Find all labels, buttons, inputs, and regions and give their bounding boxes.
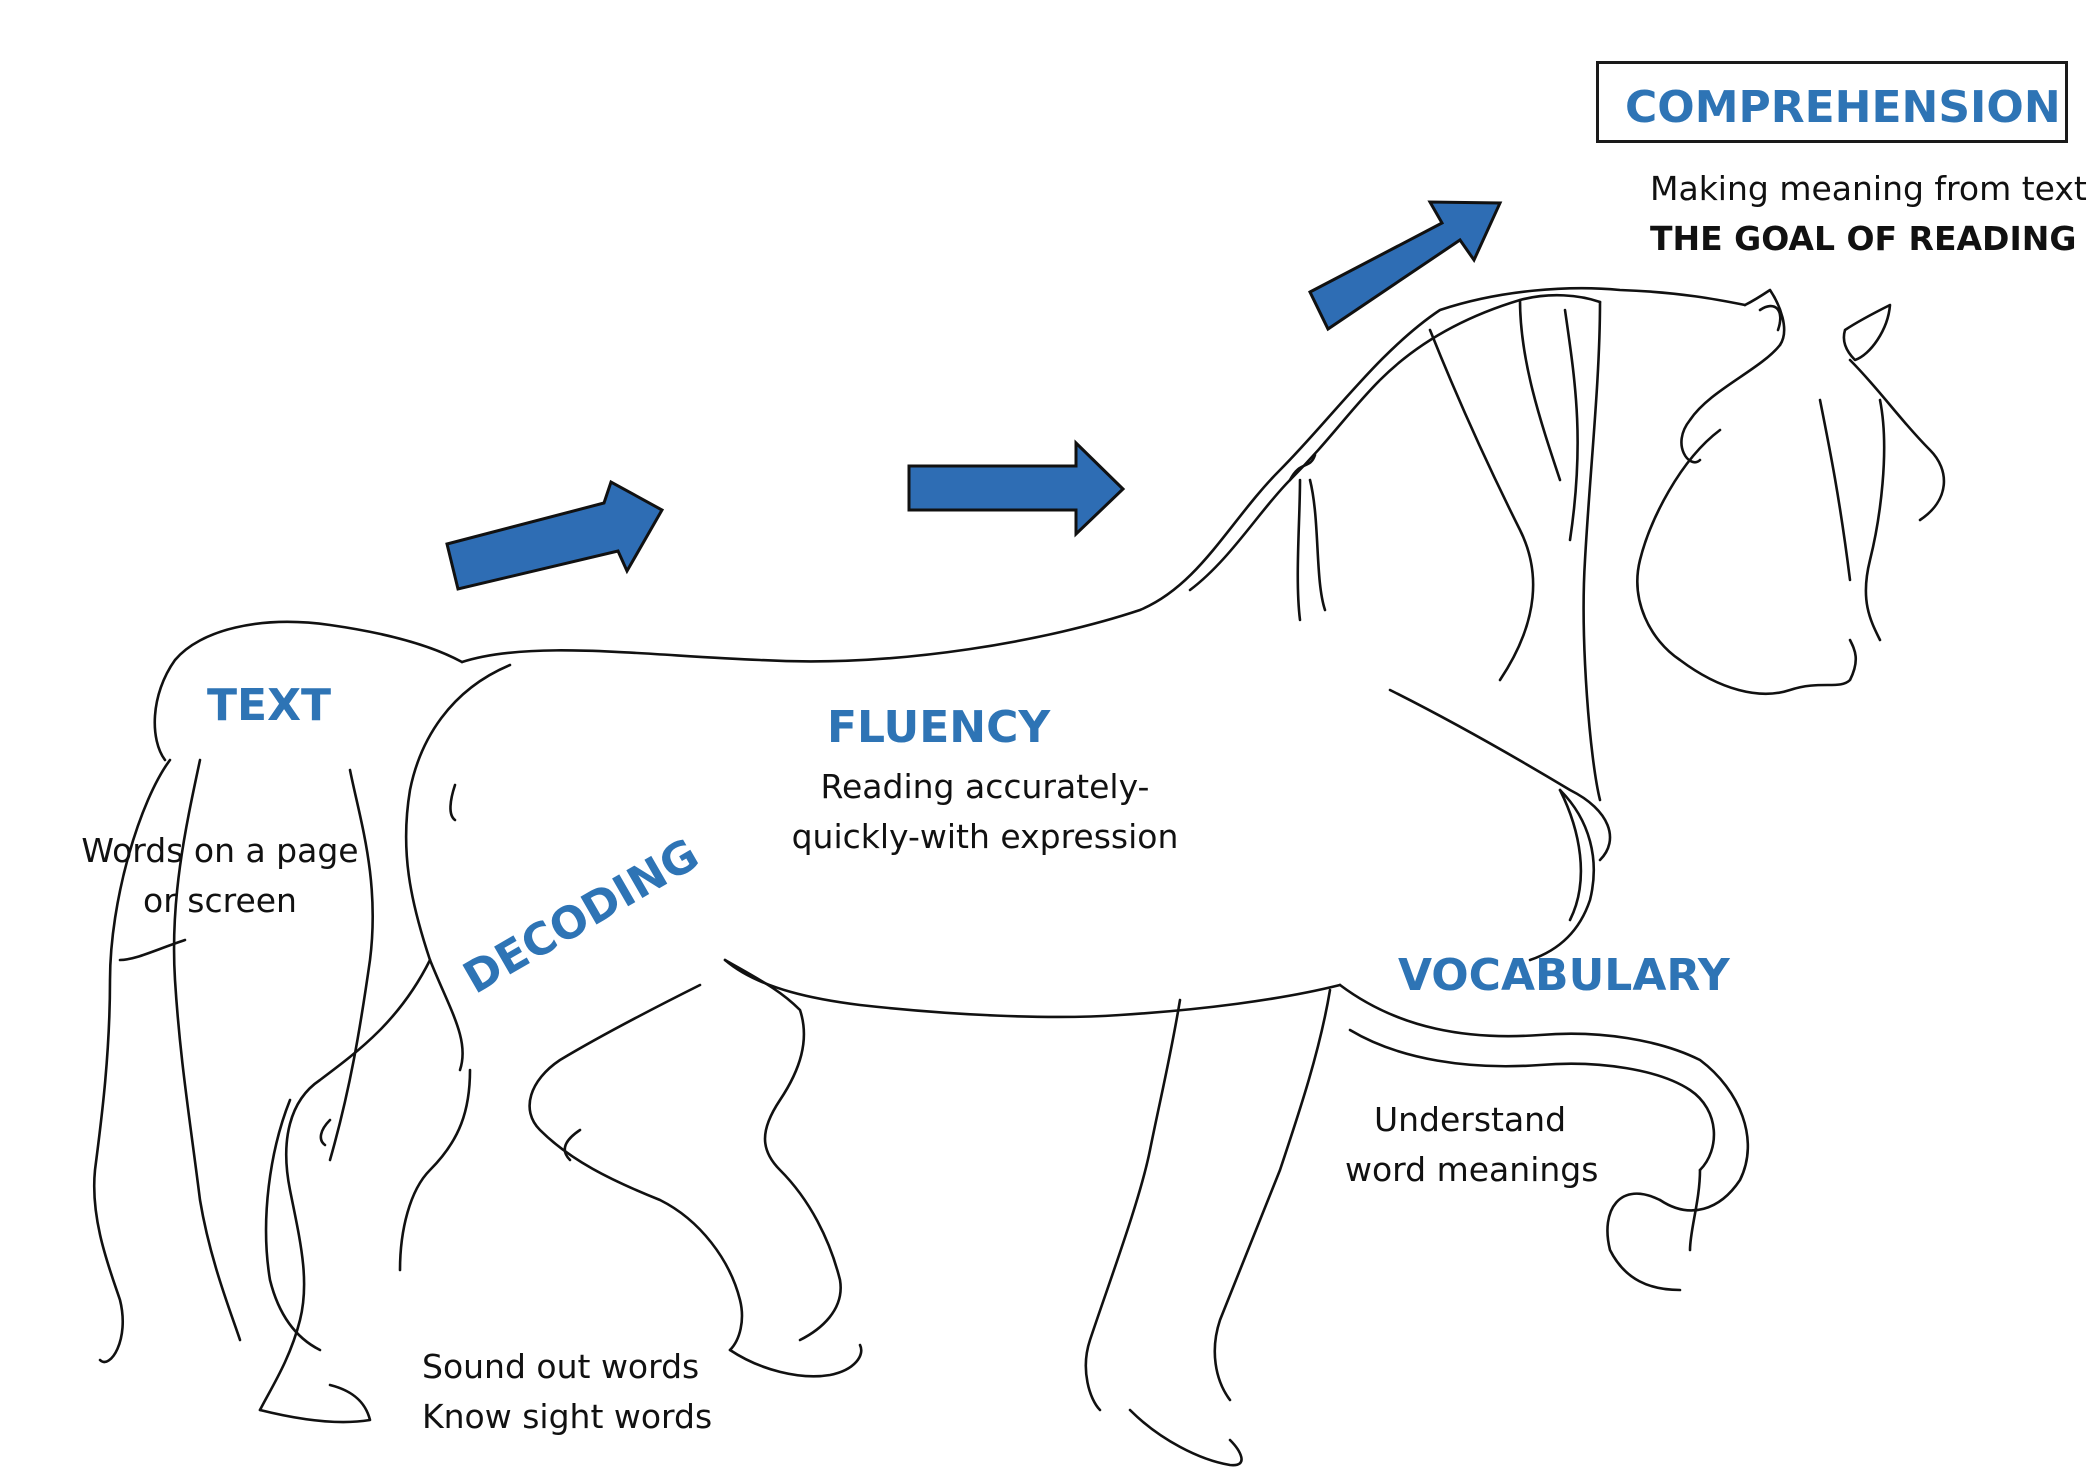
- text-line-1: Words on a page: [75, 826, 365, 876]
- vocabulary-line-1: Understand: [1345, 1095, 1595, 1145]
- text-description: Words on a page or screen: [75, 826, 365, 926]
- fluency-line-2: quickly-with expression: [790, 812, 1180, 862]
- vocabulary-line-2: word meanings: [1345, 1145, 1595, 1195]
- comprehension-line-1: Making meaning from text: [1650, 164, 2087, 214]
- fluency-line-1: Reading accurately-: [790, 762, 1180, 812]
- text-heading: TEXT: [207, 680, 331, 731]
- comprehension-description: Making meaning from text THE GOAL OF REA…: [1650, 164, 2087, 264]
- comprehension-box: COMPREHENSION: [1596, 61, 2068, 143]
- arrow-3: [1310, 202, 1500, 329]
- fluency-description: Reading accurately- quickly-with express…: [790, 762, 1180, 862]
- vocabulary-description: Understand word meanings: [1345, 1095, 1595, 1195]
- comprehension-heading: COMPREHENSION: [1625, 82, 2061, 133]
- fluency-heading: FLUENCY: [827, 702, 1050, 753]
- vocabulary-heading: VOCABULARY: [1398, 950, 1730, 1001]
- arrow-2: [909, 443, 1123, 534]
- decoding-description: Sound out words Know sight words: [422, 1342, 712, 1442]
- decoding-line-1: Sound out words: [422, 1342, 712, 1392]
- decoding-line-2: Know sight words: [422, 1392, 712, 1442]
- comprehension-goal: THE GOAL OF READING: [1650, 214, 2087, 264]
- arrow-right-icon: [447, 202, 1500, 589]
- arrow-1: [447, 482, 662, 589]
- text-line-2: or screen: [75, 876, 365, 926]
